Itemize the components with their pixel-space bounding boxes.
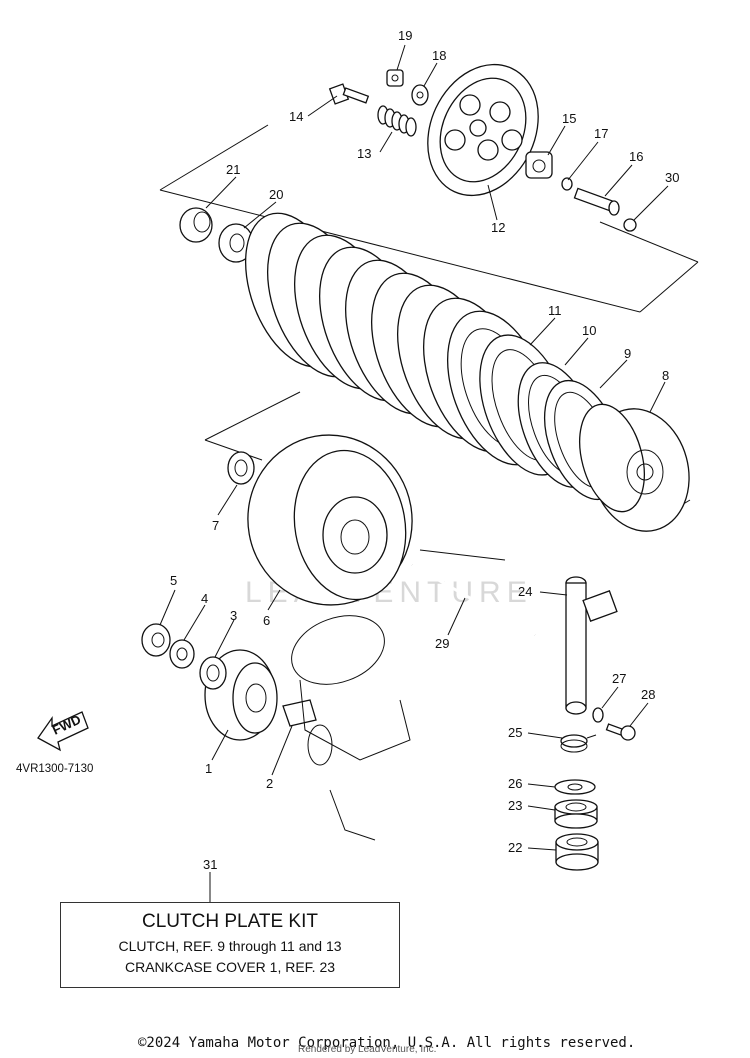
fwd-arrow-icon: FWD (37, 711, 89, 752)
ref-17: 17 (594, 126, 608, 141)
ref-15: 15 (562, 111, 576, 126)
ref-9: 9 (624, 346, 631, 361)
spring-25[interactable] (560, 734, 597, 753)
clutch-plate-kit-box: CLUTCH PLATE KIT CLUTCH, REF. 9 through … (60, 902, 400, 988)
ref-4: 4 (201, 591, 208, 606)
ref-8: 8 (662, 368, 669, 383)
clutch-boss[interactable] (569, 397, 703, 542)
ref-13: 13 (357, 146, 371, 161)
oil-seal-23[interactable] (554, 799, 598, 829)
ref-29: 29 (435, 636, 449, 651)
kit-line-clutch: CLUTCH, REF. 9 through 11 and 13 (118, 938, 342, 954)
ref-28: 28 (641, 687, 655, 702)
ref-2: 2 (266, 776, 273, 791)
ref-11: 11 (548, 303, 562, 318)
washer-27[interactable] (592, 707, 604, 723)
push-lever-shaft-24[interactable] (565, 576, 618, 715)
bolt[interactable] (328, 83, 370, 105)
ref-22: 22 (508, 840, 522, 855)
ref-3: 3 (230, 608, 237, 623)
push-rod-16[interactable] (573, 187, 620, 216)
kit-line-crankcase: CRANKCASE COVER 1, REF. 23 (124, 959, 336, 975)
nut-19[interactable] (386, 69, 404, 87)
ref-23: 23 (508, 798, 522, 813)
o-ring-17[interactable] (561, 177, 573, 191)
push-rod-29[interactable] (411, 563, 536, 637)
nut-15[interactable] (525, 151, 553, 179)
nut-5[interactable] (141, 623, 171, 657)
rendered-by: Rendered by LeadVenture, Inc. (298, 1044, 437, 1055)
diagram-code: 4VR1300-7130 (16, 763, 94, 775)
ref-31: 31 (203, 857, 217, 872)
ref-30: 30 (665, 170, 679, 185)
leader-lines (159, 44, 669, 902)
ref-18: 18 (432, 48, 446, 63)
ref-7: 7 (212, 518, 219, 533)
clutch-spring[interactable] (377, 105, 417, 137)
crankshaft-outline (291, 615, 411, 841)
ref-12: 12 (491, 220, 505, 235)
assembly-outline-upper (159, 124, 699, 313)
clutch-housing[interactable] (234, 422, 425, 618)
ref-14: 14 (289, 109, 303, 124)
ref-26: 26 (508, 776, 522, 791)
ref-6: 6 (263, 613, 270, 628)
lock-washer-4[interactable] (169, 639, 195, 669)
nut-21[interactable] (179, 207, 213, 243)
ref-20: 20 (269, 187, 283, 202)
ref-16: 16 (629, 149, 643, 164)
ref-5: 5 (170, 573, 177, 588)
kit-title: CLUTCH PLATE KIT (142, 911, 318, 932)
washer-26[interactable] (554, 779, 596, 795)
washer-18[interactable] (411, 84, 429, 106)
washer-3[interactable] (199, 656, 227, 690)
ref-21: 21 (226, 162, 240, 177)
ball-30[interactable] (623, 218, 637, 232)
key-2[interactable] (282, 699, 317, 727)
ref-1: 1 (205, 761, 212, 776)
screw-28[interactable] (605, 723, 636, 741)
ref-19: 19 (398, 28, 412, 43)
ref-10: 10 (582, 323, 596, 338)
thrust-washer-7[interactable] (227, 451, 255, 485)
pressure-plate[interactable] (407, 46, 559, 213)
bearing-22[interactable] (555, 833, 599, 871)
ref-27: 27 (612, 671, 626, 686)
copyright-notice: ©2024 Yamaha Motor Corporation, U.S.A. A… (138, 1035, 636, 1051)
ref-24: 24 (518, 584, 532, 599)
ref-25: 25 (508, 725, 522, 740)
